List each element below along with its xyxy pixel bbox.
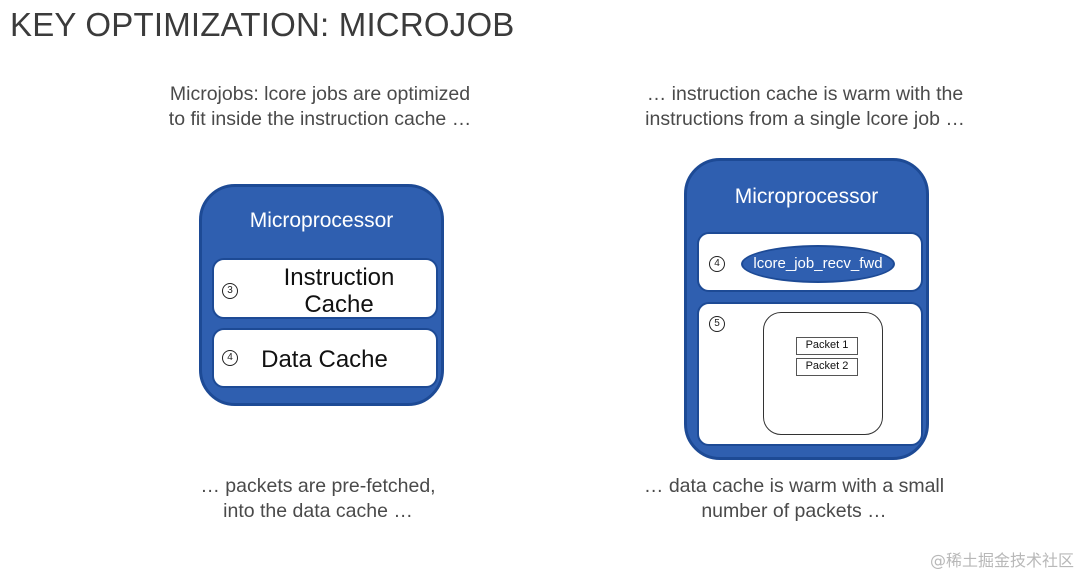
- slide-title: KEY OPTIMIZATION: MICROJOB: [10, 6, 515, 43]
- microprocessor-title: Microprocessor: [734, 185, 879, 208]
- caption-line: … instruction cache is warm with the: [646, 83, 964, 105]
- lcore-job-ellipse: lcore_job_recv_fwd: [741, 245, 895, 283]
- caption-line: … data cache is warm with a small: [643, 475, 945, 497]
- caption-line: … packets are pre-fetched,: [200, 475, 436, 497]
- data-cache-panel: 4 Data Cache: [212, 328, 438, 388]
- packet-buffer: Packet 1 Packet 2: [763, 312, 883, 435]
- data-cache-label: Data Cache: [261, 346, 388, 373]
- data-cache-panel: 5 Packet 1 Packet 2: [697, 302, 923, 446]
- right-microprocessor: Microprocessor 4 lcore_job_recv_fwd 5 Pa…: [684, 158, 929, 460]
- step-number-badge: 5: [709, 316, 725, 332]
- caption-top-right: … instruction cache is warm with the ins…: [595, 82, 1015, 132]
- instruction-cache-label: Instruction Cache: [244, 264, 434, 318]
- step-number-badge: 3: [222, 283, 238, 299]
- label-line: Instruction: [283, 264, 395, 291]
- caption-line: to fit inside the instruction cache …: [168, 108, 472, 130]
- instruction-cache-panel: 3 Instruction Cache: [212, 258, 438, 319]
- caption-bottom-right: … data cache is warm with a small number…: [594, 474, 994, 524]
- packet-box: Packet 1: [796, 337, 858, 355]
- left-microprocessor: Microprocessor 3 Instruction Cache 4 Dat…: [199, 184, 444, 406]
- caption-line: Microjobs: lcore jobs are optimized: [169, 83, 471, 105]
- caption-line: into the data cache …: [223, 500, 413, 522]
- watermark-text: @稀土掘金技术社区: [929, 551, 1074, 570]
- caption-top-left: Microjobs: lcore jobs are optimized to f…: [120, 82, 520, 132]
- caption-line: number of packets …: [701, 500, 887, 522]
- microprocessor-title: Microprocessor: [249, 209, 394, 232]
- label-line: Cache: [304, 291, 374, 318]
- packet-box: Packet 2: [796, 358, 858, 376]
- step-number-badge: 4: [709, 256, 725, 272]
- instruction-cache-panel: 4 lcore_job_recv_fwd: [697, 232, 923, 292]
- step-number-badge: 4: [222, 350, 238, 366]
- caption-line: instructions from a single lcore job …: [645, 108, 965, 130]
- caption-bottom-left: … packets are pre-fetched, into the data…: [118, 474, 518, 524]
